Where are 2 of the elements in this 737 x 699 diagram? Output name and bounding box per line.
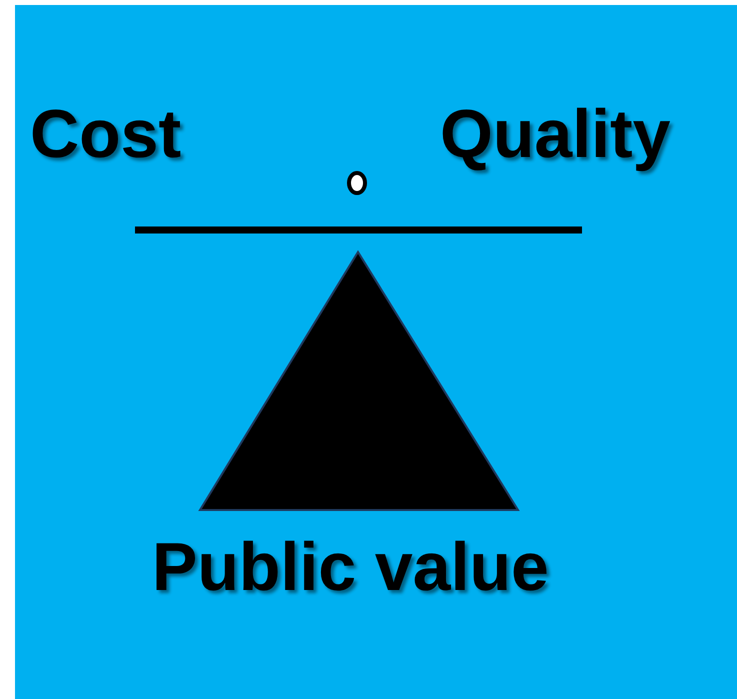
cost-label: Cost xyxy=(30,100,182,168)
public-value-label: Public value xyxy=(152,533,549,601)
